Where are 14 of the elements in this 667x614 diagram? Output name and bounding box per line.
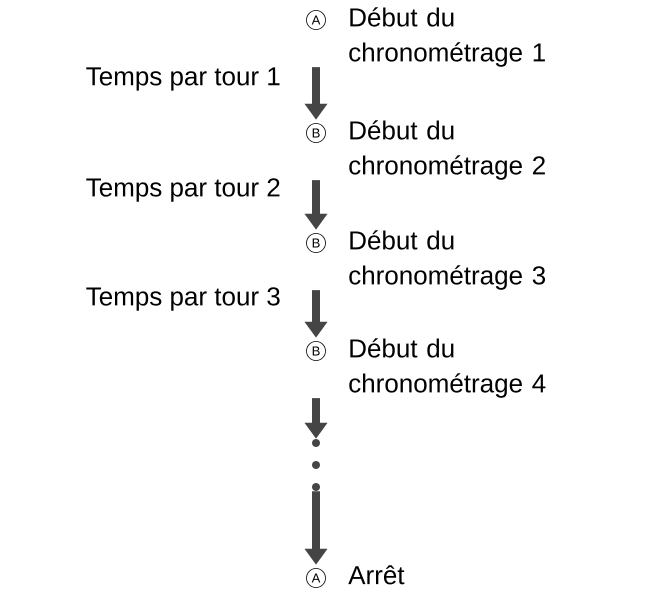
edge-label: Temps par tour 3: [86, 287, 280, 311]
step-label: Début du chronométrage 4: [349, 338, 546, 398]
step-label: Début du chronométrage 2: [349, 120, 545, 180]
circled-letter: B: [306, 233, 326, 253]
step-label: Début du chronométrage 3: [349, 230, 546, 290]
circled-letter: A: [306, 568, 326, 588]
step-label: Arrêt: [348, 565, 404, 584]
circled-letter: A: [306, 10, 326, 30]
edge-label: Temps par tour 2: [86, 178, 280, 202]
edge-label: Temps par tour 1: [86, 67, 280, 91]
step-label: Début du chronométrage 1: [349, 7, 545, 67]
ellipsis-dots: [312, 439, 320, 491]
circled-letter: B: [306, 123, 326, 143]
circled-letter: B: [306, 341, 326, 361]
